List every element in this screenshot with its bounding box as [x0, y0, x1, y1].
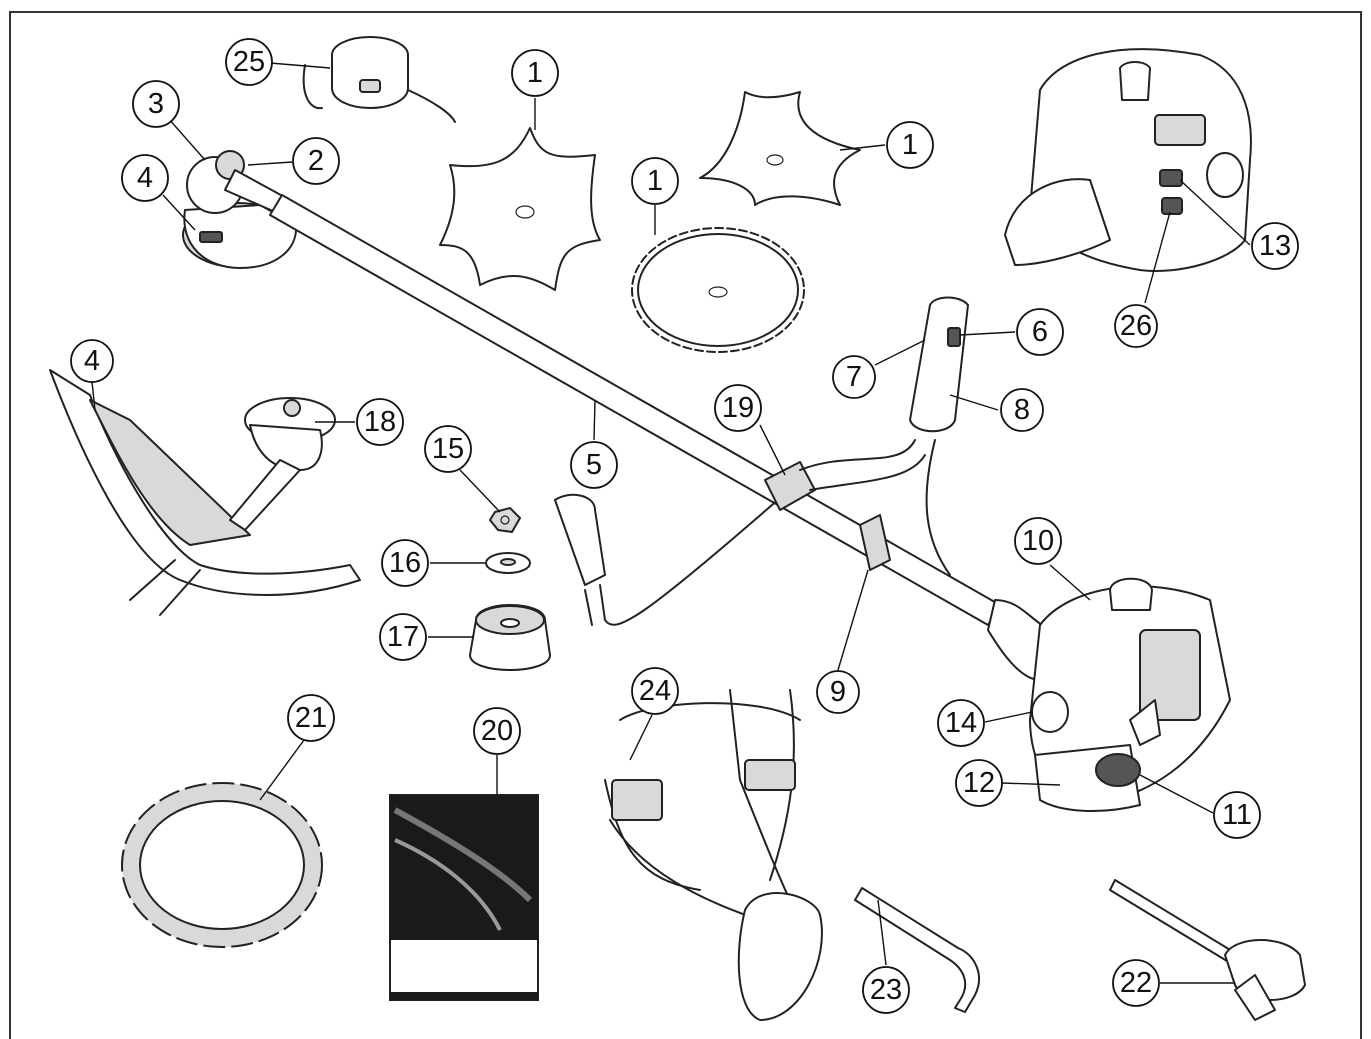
three-tooth-blade-drawing	[699, 91, 861, 206]
callout-7-label: 7	[846, 361, 862, 393]
callout-10-label: 10	[1022, 525, 1054, 557]
harness-drawing	[604, 689, 823, 1021]
callout-7: 7	[832, 355, 876, 399]
callout-1-four-tooth: 1	[511, 49, 559, 97]
callout-5-label: 5	[586, 449, 602, 481]
callout-1-label: 1	[647, 165, 663, 197]
large-guard-drawing	[49, 369, 361, 616]
callout-13: 13	[1251, 222, 1299, 270]
callout-15: 15	[424, 425, 472, 473]
line-ring-drawing	[121, 782, 323, 948]
callout-26-label: 26	[1120, 310, 1152, 342]
harness-ring-drawing	[859, 514, 891, 571]
callout-11: 11	[1213, 791, 1261, 839]
callout-18: 18	[356, 398, 404, 446]
callout-6: 6	[1016, 308, 1064, 356]
callout-26: 26	[1114, 304, 1158, 348]
handle-clamp-drawing	[764, 439, 926, 511]
throttle-grip-drawing	[909, 296, 969, 576]
leader-lines	[91, 62, 1251, 984]
callout-24-label: 24	[639, 675, 671, 707]
callout-4-label: 4	[84, 345, 100, 377]
callout-25: 25	[225, 38, 273, 86]
engine-detail-drawing	[1004, 48, 1252, 272]
engine-drawing	[987, 577, 1231, 812]
saw-blade-drawing	[631, 227, 805, 353]
callout-14: 14	[937, 699, 985, 747]
washer-drawing	[485, 552, 531, 574]
loop-handle-drawing	[554, 493, 781, 626]
callout-20-label: 20	[481, 715, 513, 747]
owners-manual-drawing	[389, 794, 539, 1001]
callout-4-label: 4	[137, 162, 153, 194]
trimmer-head-drawing	[302, 36, 456, 123]
callout-18-label: 18	[364, 406, 396, 438]
callout-2: 2	[292, 137, 340, 185]
drive-shaft-drawing	[269, 194, 1001, 626]
callout-1-three-tooth: 1	[886, 121, 934, 169]
callout-15-label: 15	[432, 433, 464, 465]
callout-1-label: 1	[902, 129, 918, 161]
callout-1-label: 1	[527, 57, 543, 89]
callout-3-label: 3	[148, 88, 164, 120]
callout-11-label: 11	[1222, 799, 1252, 831]
callout-24: 24	[631, 667, 679, 715]
callout-5: 5	[570, 441, 618, 489]
callout-9-label: 9	[830, 676, 846, 708]
callout-16: 16	[381, 539, 429, 587]
callout-17-label: 17	[387, 621, 419, 653]
callout-12: 12	[955, 759, 1003, 807]
callout-3: 3	[132, 80, 180, 128]
callout-19-label: 19	[722, 392, 754, 424]
callout-9: 9	[816, 670, 860, 714]
callout-13-label: 13	[1259, 230, 1291, 262]
callout-16-label: 16	[389, 547, 421, 579]
callout-21-label: 21	[295, 702, 327, 734]
callout-4-top: 4	[121, 154, 169, 202]
callout-19: 19	[714, 384, 762, 432]
callout-22-label: 22	[1120, 967, 1152, 999]
callout-1-saw: 1	[631, 157, 679, 205]
four-tooth-blade-drawing	[439, 127, 601, 291]
cutting-head-assembly-drawing	[182, 150, 298, 269]
callout-17: 17	[379, 613, 427, 661]
callout-2-label: 2	[308, 145, 324, 177]
callout-23: 23	[862, 966, 910, 1014]
callout-22: 22	[1112, 959, 1160, 1007]
callout-21: 21	[287, 694, 335, 742]
callout-20: 20	[473, 707, 521, 755]
callout-8-label: 8	[1014, 394, 1030, 426]
gearhead-drawing	[229, 397, 336, 531]
nut-drawing	[489, 507, 521, 533]
thrust-cup-drawing	[469, 604, 551, 671]
callout-10: 10	[1014, 517, 1062, 565]
diagram-frame	[9, 11, 1362, 1039]
callout-14-label: 14	[945, 707, 977, 739]
callout-12-label: 12	[963, 767, 995, 799]
spark-plug-wrench-drawing	[1109, 879, 1306, 1021]
callout-6-label: 6	[1032, 316, 1048, 348]
hex-key-drawing	[854, 887, 980, 1013]
callout-25-label: 25	[233, 46, 265, 78]
callout-4-guard: 4	[70, 339, 114, 383]
callout-23-label: 23	[870, 974, 902, 1006]
callout-8: 8	[1000, 388, 1044, 432]
